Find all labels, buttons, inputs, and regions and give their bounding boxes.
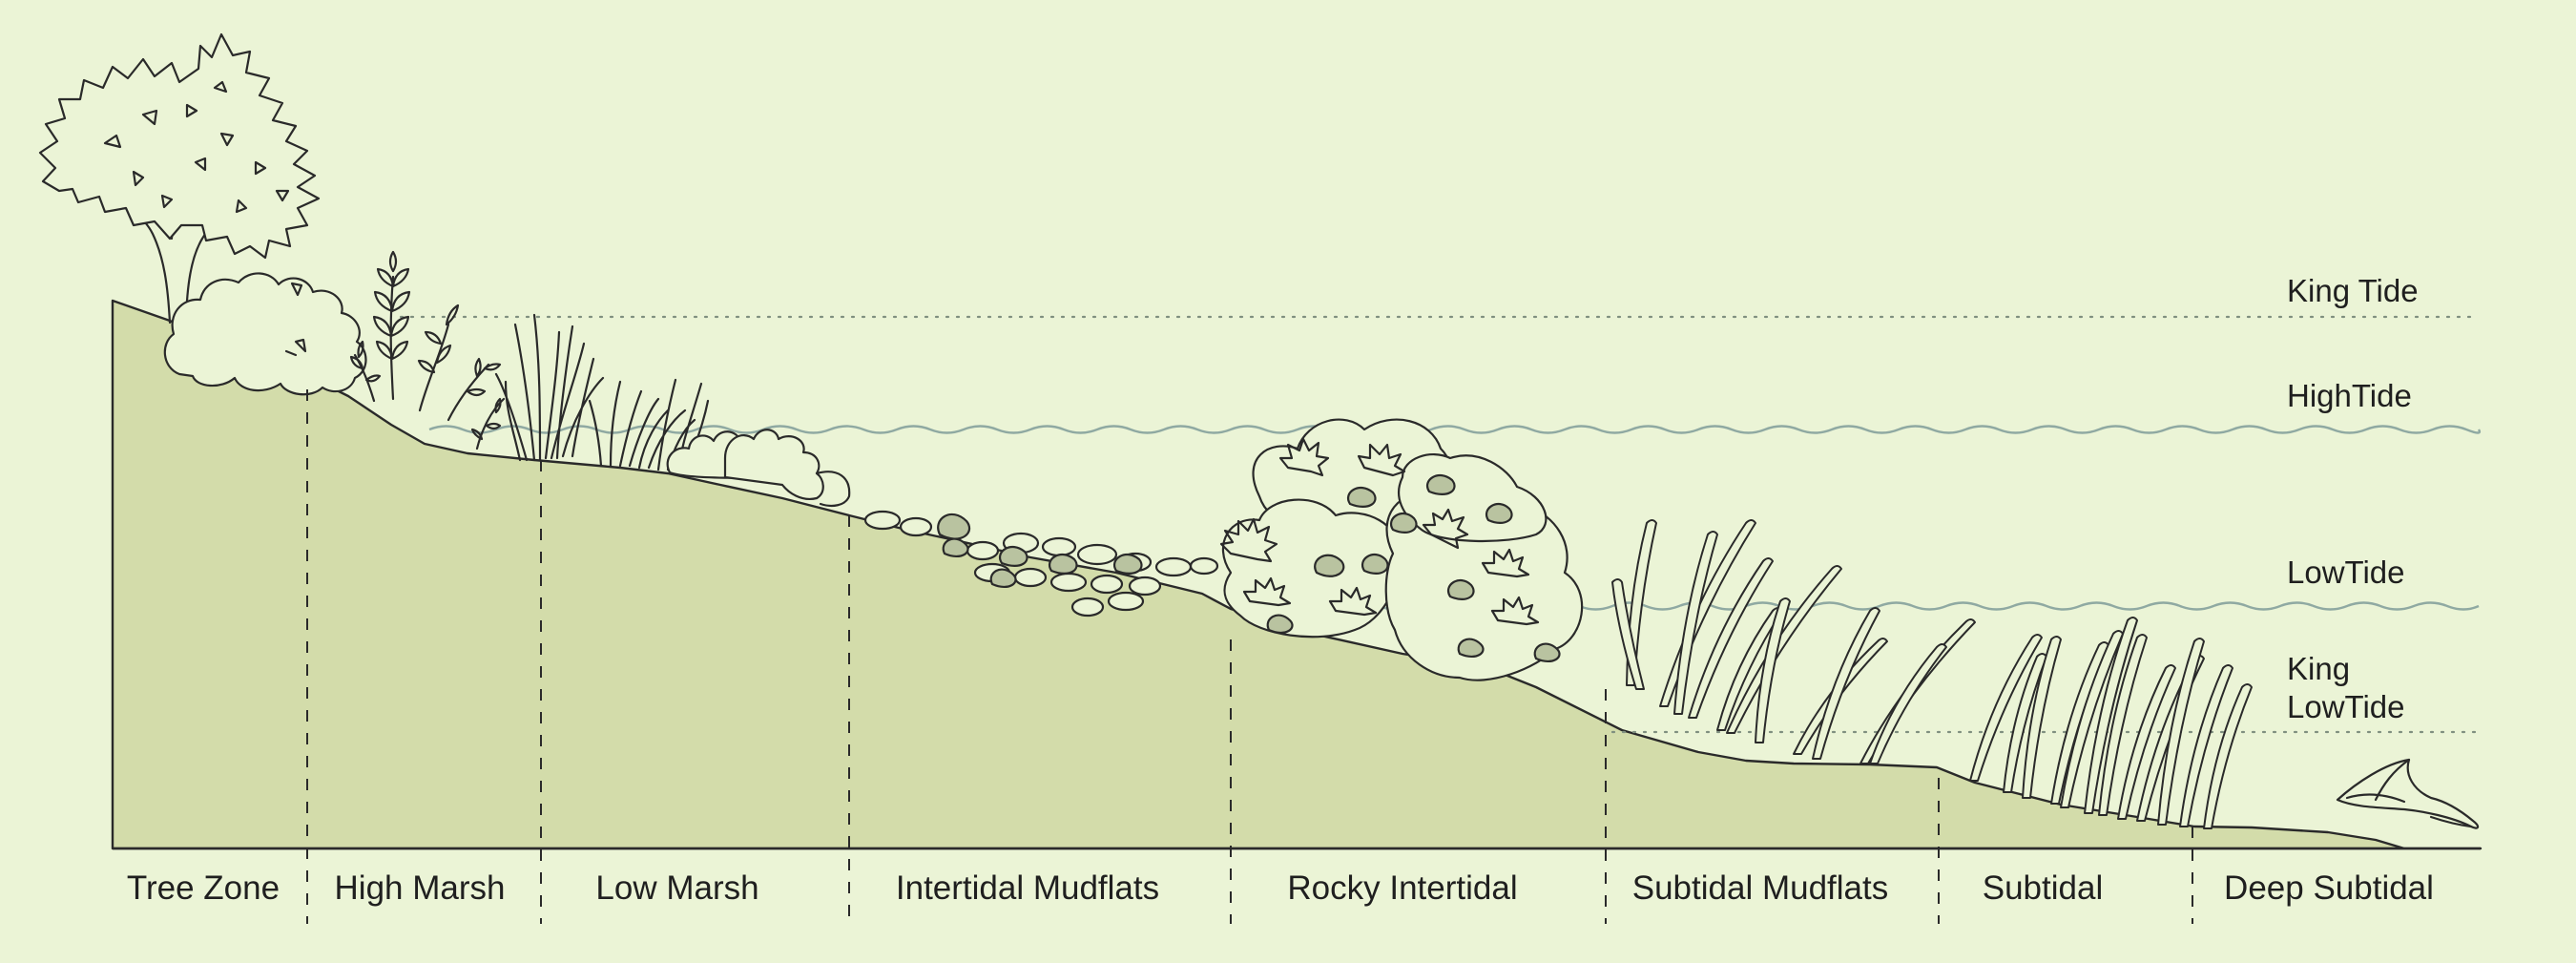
zone-label-rocky-intertidal: Rocky Intertidal [1287, 869, 1517, 907]
eelgrass-blade [2179, 664, 2233, 827]
eelgrass-blade [1688, 557, 1774, 719]
eelgrass-blade [2098, 634, 2148, 816]
zone-label-deep-subtidal: Deep Subtidal [2224, 869, 2434, 907]
king-low-tide-label-line-1: King [2287, 651, 2350, 686]
king-low-tide-label-line-2: LowTide [2287, 689, 2405, 724]
zone-label-intertidal-mudflats: Intertidal Mudflats [896, 869, 1159, 907]
eelgrass-blade [1611, 578, 1645, 690]
eelgrass-blade [1673, 531, 1718, 715]
mussels [937, 513, 1143, 589]
zone-label-subtidal: Subtidal [1983, 869, 2103, 907]
zone-dividers [306, 389, 2193, 924]
high-tide-label: HighTide [2287, 378, 2412, 413]
ground-profile [111, 299, 2483, 850]
stingray-illustration [2336, 758, 2480, 829]
zone-label-subtidal-mudflats: Subtidal Mudflats [1632, 869, 1888, 907]
low-tide-label: LowTide [2287, 555, 2405, 590]
eelgrass-blade [1869, 643, 1947, 764]
zone-label-tree-zone: Tree Zone [127, 869, 280, 907]
shellfish-bed [863, 510, 1219, 618]
king-low-tide-label: King LowTide [2287, 651, 2405, 724]
rock-shellfish [1266, 474, 1561, 663]
zone-label-low-marsh: Low Marsh [595, 869, 758, 907]
eelgrass-blade [2003, 653, 2047, 793]
subtidal-mudflats-eelgrass [1611, 519, 1976, 764]
low-marsh-plants [494, 313, 851, 507]
king-tide-label: King Tide [2287, 273, 2419, 308]
eelgrass-blade [1969, 634, 2043, 782]
rock-boulders [1221, 418, 1584, 681]
eelgrass-blade [2157, 638, 2205, 826]
stones [863, 510, 1219, 618]
subtidal-eelgrass [1969, 617, 2253, 829]
tree-illustration [38, 32, 321, 324]
eelgrass-blade [2022, 636, 2062, 799]
high-marsh-plants [349, 250, 506, 450]
eelgrass-blade [2117, 664, 2176, 820]
bush-illustration [163, 272, 367, 396]
zone-label-high-marsh: High Marsh [335, 869, 506, 907]
rockweed [1219, 437, 1540, 626]
eelgrass-blade [1755, 597, 1791, 743]
eelgrass-blade [2203, 683, 2253, 829]
eelgrass-blade [1812, 607, 1880, 760]
eelgrass-blade [2060, 630, 2124, 808]
high-tide-line [428, 425, 2482, 434]
eelgrass-blade [2084, 617, 2138, 814]
